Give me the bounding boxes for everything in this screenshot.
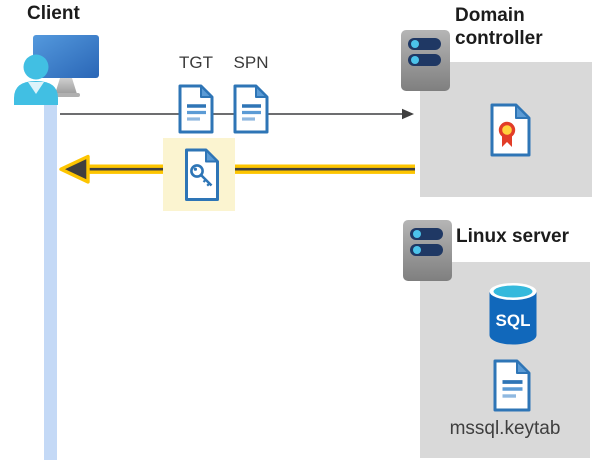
spn-label: SPN (233, 53, 269, 72)
sql-badge-text: SQL (496, 311, 531, 330)
keytab-filename-label: mssql.keytab (449, 418, 561, 439)
keytab-document-icon (493, 359, 531, 412)
linux-server-icon (403, 220, 452, 281)
tgt-document-icon (178, 84, 214, 134)
spn-document-icon (233, 84, 269, 134)
certificate-icon (490, 103, 531, 157)
client-title: Client (27, 3, 80, 24)
response-arrow-icon (59, 154, 415, 184)
tgt-label: TGT (179, 53, 213, 72)
client-lifeline-bar (44, 97, 57, 460)
client-monitor-user-icon (14, 35, 99, 105)
key-document-icon (185, 148, 219, 201)
sql-database-icon: SQL (489, 283, 537, 345)
domain-controller-server-icon (401, 30, 450, 91)
linux-server-title: Linux server (456, 226, 569, 247)
domain-controller-title: Domain controller (455, 5, 543, 49)
